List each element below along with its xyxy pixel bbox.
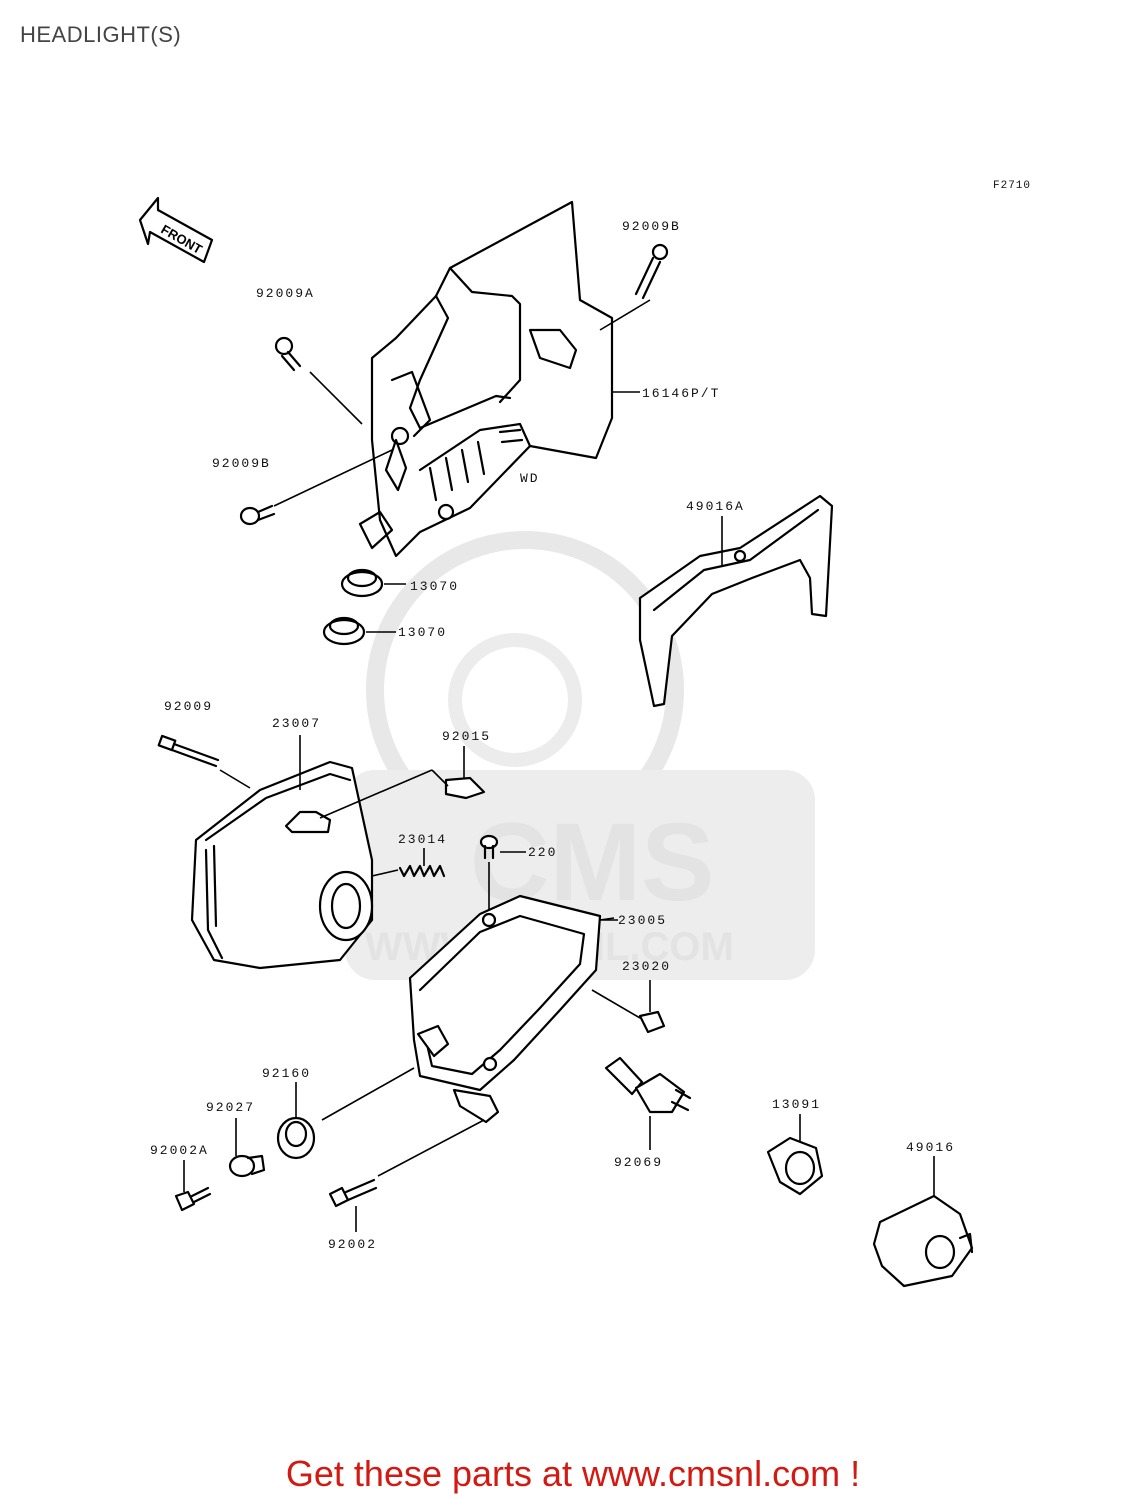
collar-92027 [228, 1118, 266, 1178]
part-label: 220 [528, 845, 557, 860]
headlight-cover: WD [358, 200, 614, 558]
bolt-92009b-top [599, 243, 669, 331]
part-label: 23014 [398, 832, 447, 847]
part-label: 92160 [262, 1066, 311, 1081]
part-label: 23005 [618, 913, 667, 928]
housing-mark: WD [520, 471, 540, 486]
part-label: 13091 [772, 1097, 821, 1112]
part-label: 92002 [328, 1237, 377, 1252]
figure-code: F2710 [993, 180, 1032, 192]
part-label: 92009 [164, 699, 213, 714]
part-label: 23007 [272, 716, 321, 731]
part-label: 92009B [212, 456, 271, 471]
part-label: 92009B [622, 219, 681, 234]
bulb-92069 [604, 1056, 692, 1150]
socket-13091 [766, 1114, 824, 1196]
bolt-92009a [274, 336, 363, 425]
cover-49016 [872, 1156, 974, 1288]
bolt-92009 [157, 734, 251, 789]
part-label: 92027 [206, 1100, 255, 1115]
grommet-92160 [276, 1067, 415, 1160]
part-label: 23020 [622, 959, 671, 974]
part-label: 13070 [410, 579, 459, 594]
grommet-13070-b [322, 616, 396, 646]
frame-23005 [408, 894, 618, 1124]
part-label: 92015 [442, 729, 491, 744]
part-label: 49016 [906, 1140, 955, 1155]
part-label: 92009A [256, 286, 315, 301]
bracket-49016a [638, 494, 834, 708]
bolt-92009b-left [239, 449, 393, 526]
screw-220 [479, 834, 526, 914]
spring-23014 [371, 848, 446, 878]
part-label: 16146P/T [642, 386, 720, 401]
part-label: 92002A [150, 1143, 209, 1158]
bolt-92002a [174, 1160, 212, 1212]
part-label: 49016A [686, 499, 745, 514]
headlight-unit-23007 [190, 735, 374, 970]
part-label: 13070 [398, 625, 447, 640]
nut-23020 [591, 980, 666, 1034]
bolt-92002 [328, 1119, 485, 1232]
parts-diagram: CMS WWW.CMSNL.COM FRONT WD [138, 196, 974, 1288]
footer-link[interactable]: Get these parts at www.cmsnl.com ! [285, 1453, 861, 1494]
part-label: 92069 [614, 1155, 663, 1170]
front-arrow-icon: FRONT [138, 196, 214, 264]
page-title: HEADLIGHT(S) [20, 22, 182, 47]
part-labels: 92009B 92009A 16146P/T 92009B 49016A 130… [150, 219, 955, 1252]
clip-92015 [319, 746, 486, 819]
grommet-13070-a [340, 568, 406, 598]
